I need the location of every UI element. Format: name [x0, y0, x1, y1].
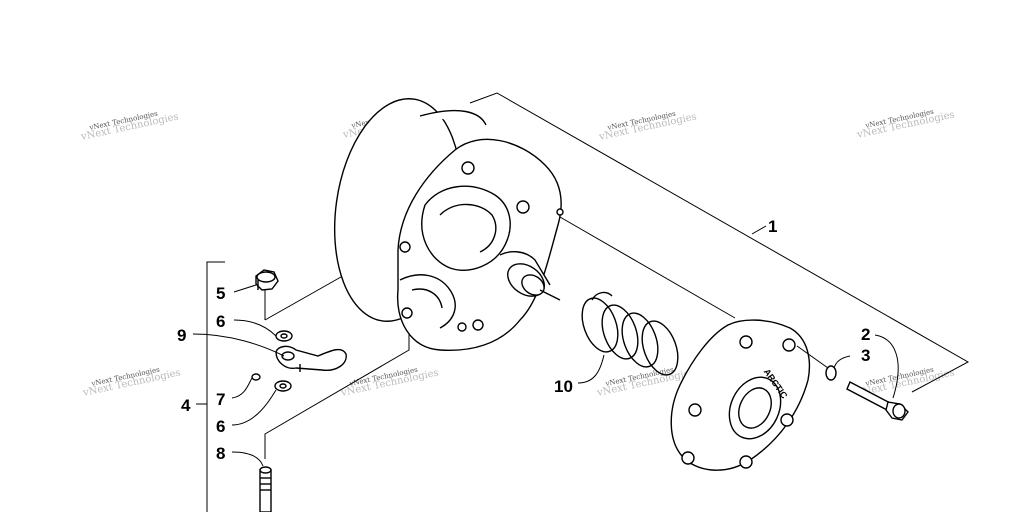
spring-part-10 — [581, 291, 679, 376]
callout-9: 9 — [177, 326, 186, 345]
assembly-bracket-1 — [469, 92, 970, 393]
clutch-sheave — [333, 98, 564, 352]
pin-part-7 — [251, 373, 261, 381]
callout-labels: 1 2 3 4 5 6 9 7 6 8 10 — [177, 217, 870, 463]
callout-6-lower: 6 — [216, 417, 225, 436]
callout-3: 3 — [861, 346, 870, 365]
callout-10: 10 — [554, 377, 573, 396]
nut-part-5 — [255, 269, 279, 291]
callout-2: 2 — [861, 325, 870, 344]
callout-5: 5 — [216, 284, 225, 303]
cover-plate: ARCTIC — [670, 319, 811, 471]
callout-8: 8 — [216, 444, 225, 463]
callout-7: 7 — [216, 390, 225, 409]
stud-part-8 — [259, 466, 272, 512]
leader-lines — [192, 284, 899, 467]
callout-1: 1 — [768, 217, 777, 236]
callout-4: 4 — [181, 396, 191, 415]
bolt-part-2 — [846, 381, 909, 421]
washer-part-3 — [825, 365, 837, 381]
arm-part-9 — [275, 345, 347, 372]
callout-6-upper: 6 — [216, 312, 225, 331]
washer-part-6-upper — [275, 330, 293, 342]
washer-part-6-lower — [274, 380, 292, 392]
